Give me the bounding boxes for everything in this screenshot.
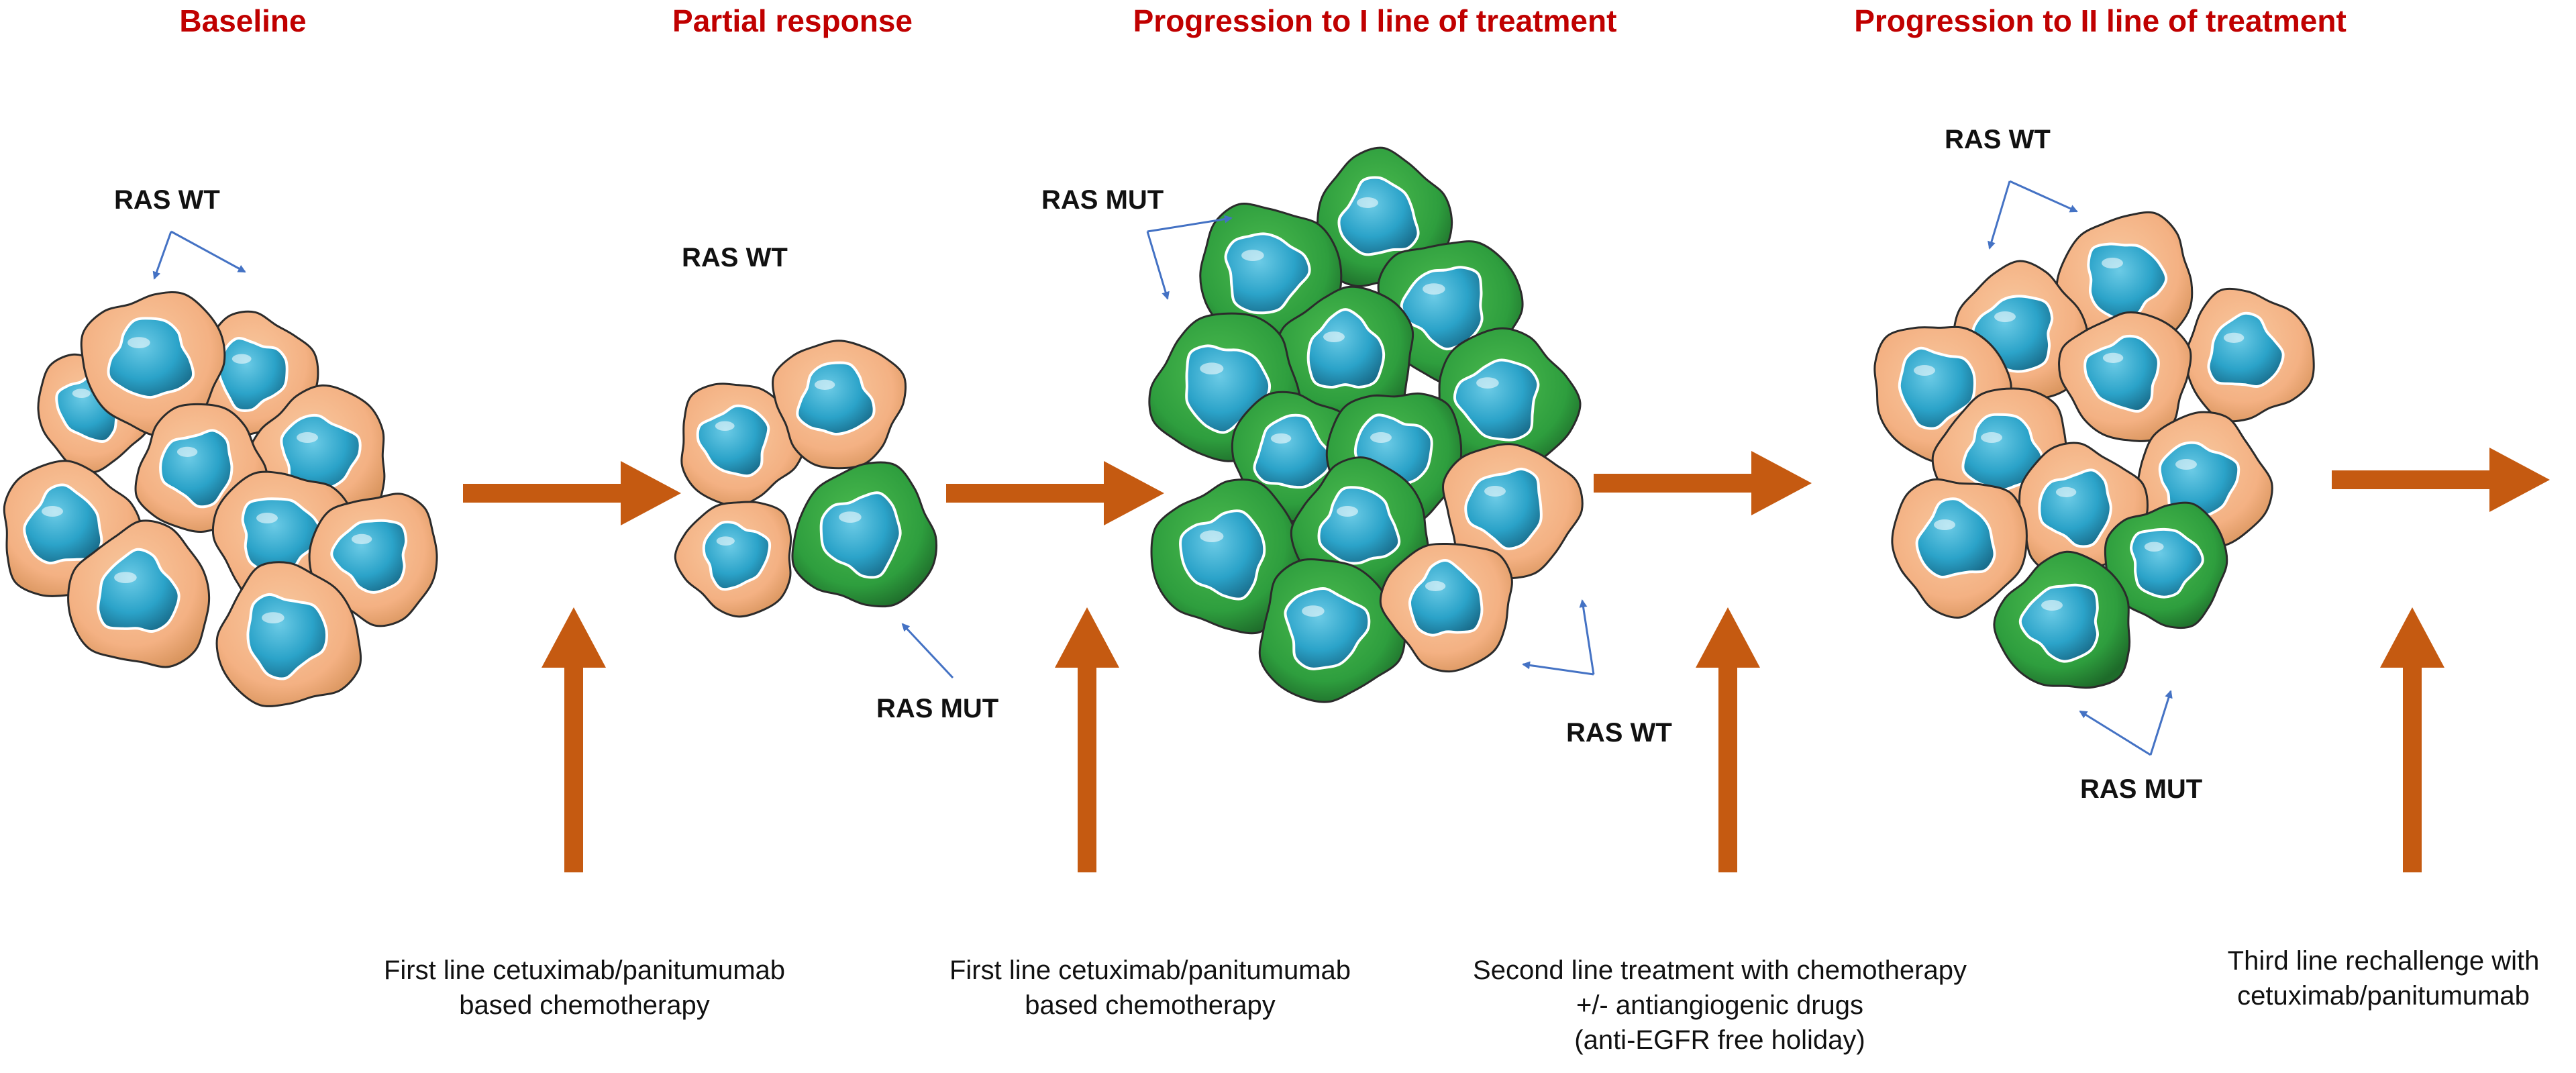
treatment-caption-4-line-1: Third line rechallenge with	[2227, 946, 2540, 976]
treatment-caption-4-line-2: cetuximab/panitumumab	[2237, 981, 2530, 1011]
ras-mut-cell	[2104, 501, 2228, 629]
treatment-caption-1-line-1: First line cetuximab/panitumumab	[383, 956, 786, 985]
treatment-arrow-1	[542, 607, 606, 872]
treatment-caption-3-line-3: (anti-EGFR free holiday)	[1574, 1025, 1865, 1055]
pointer-ras-wt-progression-1-a	[1579, 599, 1595, 675]
pointers-layer	[152, 180, 2173, 756]
treatment-arrow-3	[1696, 607, 1760, 872]
pointer-ras-wt-baseline-b	[170, 230, 246, 273]
treatment-caption-3-line-1: Second line treatment with chemotherapy	[1473, 956, 1967, 985]
ras-mut-cell	[1290, 456, 1430, 595]
treatment-caption-3: Second line treatment with chemotherapy …	[1473, 953, 1967, 1058]
pointer-ras-wt-progression-2-b	[2009, 180, 2078, 213]
ras-wt-cell	[1891, 478, 2028, 619]
treatment-caption-2: First line cetuximab/panitumumab based c…	[949, 953, 1351, 1023]
ras-mut-cell	[1274, 285, 1414, 424]
label-ras-mut-partial: RAS MUT	[876, 694, 999, 723]
ras-wt-cell	[215, 561, 362, 707]
ras-mut-cell	[1150, 478, 1300, 635]
label-ras-mut-progression-2: RAS MUT	[2080, 774, 2203, 804]
ras-wt-cell	[1379, 543, 1513, 673]
label-ras-mut-progression-1: RAS MUT	[1041, 185, 1164, 215]
pointer-ras-mut-partial	[901, 623, 954, 679]
label-ras-wt-partial: RAS WT	[682, 243, 788, 272]
pointer-ras-wt-progression-2-a	[1988, 181, 2011, 250]
label-ras-wt-progression-1: RAS WT	[1566, 718, 1672, 748]
progression-arrow-4	[2332, 448, 2550, 512]
ras-mut-cell	[1435, 327, 1582, 470]
label-ras-wt-baseline: RAS WT	[114, 185, 220, 215]
progression-arrow-2	[946, 461, 1164, 525]
ras-mut-cell	[791, 461, 938, 608]
progression-arrow-3	[1594, 451, 1812, 515]
ras-wt-cell	[680, 382, 806, 507]
ras-mut-cell	[1258, 558, 1406, 703]
pointer-ras-mut-progression-1-a	[1147, 215, 1233, 233]
treatment-arrow-4	[2380, 607, 2444, 872]
pointer-ras-mut-progression-2-a	[2079, 710, 2151, 756]
ras-wt-cell	[1442, 443, 1584, 580]
treatment-caption-2-line-1: First line cetuximab/panitumumab	[949, 956, 1351, 985]
stage-title-baseline: Baseline	[179, 3, 307, 38]
stage-title-progression-1: Progression to I line of treatment	[1133, 3, 1617, 38]
treatment-caption-3-line-2: +/- antiangiogenic drugs	[1576, 990, 1864, 1020]
ras-wt-cell	[674, 501, 792, 618]
ras-wt-cell	[2184, 287, 2315, 423]
ras-wt-cell	[772, 340, 907, 470]
cells-layer	[3, 146, 2315, 707]
stage-title-partial-response: Partial response	[672, 3, 913, 38]
treatment-arrow-2	[1055, 607, 1119, 872]
pointer-ras-wt-baseline-a	[152, 231, 172, 280]
label-ras-wt-progression-2: RAS WT	[1945, 125, 2051, 154]
pointer-ras-mut-progression-1-b	[1146, 231, 1170, 300]
treatment-caption-4: Third line rechallenge with cetuximab/pa…	[2228, 943, 2540, 1013]
treatment-caption-1: First line cetuximab/panitumumab based c…	[384, 953, 785, 1023]
ras-mut-cell	[1993, 550, 2131, 689]
stage-title-progression-2: Progression to II line of treatment	[1854, 3, 2347, 38]
ras-wt-cell	[2055, 211, 2194, 352]
progression-arrow-1	[463, 461, 681, 525]
ras-wt-cell	[67, 519, 211, 668]
pointer-ras-mut-progression-2-b	[2149, 690, 2173, 756]
arrows-layer	[463, 448, 2550, 872]
treatment-caption-2-line-2: based chemotherapy	[1025, 990, 1276, 1020]
pointer-ras-wt-progression-1-b	[1522, 661, 1594, 676]
ras-wt-cell	[80, 291, 226, 438]
treatment-caption-1-line-2: based chemotherapy	[459, 990, 710, 1020]
